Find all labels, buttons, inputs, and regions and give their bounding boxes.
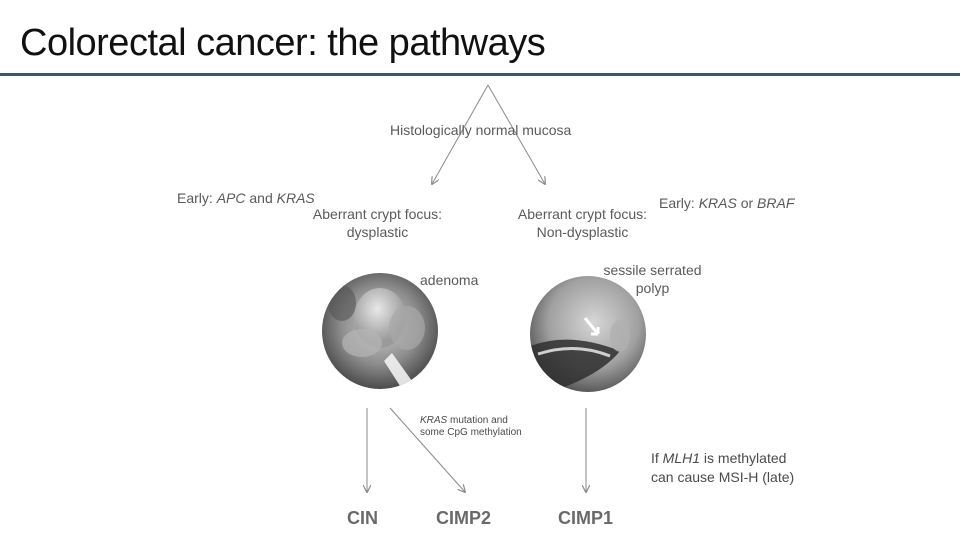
adenoma-endoscopy-image: [322, 273, 438, 389]
left-focus-label: Aberrant crypt focus: dysplastic: [300, 205, 455, 241]
kras-methylation-note: KRAS mutation and some CpG methylation: [420, 415, 522, 439]
arrow-to-dysplastic: [432, 84, 489, 184]
right-note-gene: MLH1: [662, 450, 701, 466]
sessile-polyp-line2: polyp: [635, 280, 670, 296]
right-early-label: Early: KRAS or BRAF: [659, 194, 794, 212]
arrow-to-cimp2: [389, 407, 465, 492]
outcome-cin: CIN: [347, 508, 378, 528]
right-focus-label: Aberrant crypt focus: Non-dysplastic: [505, 205, 660, 241]
right-early-gene1: KRAS: [698, 195, 737, 211]
title-divider: [0, 73, 960, 76]
right-early-prefix: Early:: [659, 195, 699, 211]
left-focus-line2: dysplastic: [346, 224, 409, 240]
page-title: Colorectal cancer: the pathways: [20, 22, 546, 64]
right-focus-line2: Non-dysplastic: [536, 224, 629, 240]
adenoma-label: adenoma: [420, 272, 479, 288]
mid-note-line2: some CpG methylation: [420, 427, 522, 438]
mid-note-line1: mutation and: [447, 415, 508, 426]
mlh1-note: If MLH1 is methylated can cause MSI-H (l…: [651, 449, 794, 487]
sessile-polyp-line1: sessile serrated: [603, 262, 702, 278]
right-focus-line1: Aberrant crypt focus:: [517, 206, 648, 222]
root-label: Histologically normal mucosa: [390, 122, 572, 138]
left-focus-line1: Aberrant crypt focus:: [312, 206, 443, 222]
arrow-to-nondysplastic: [487, 84, 545, 184]
right-note-line1: is methylated: [700, 450, 787, 466]
sessile-polyp-endoscopy-image: [530, 276, 646, 392]
left-early-joiner: and: [245, 190, 277, 206]
left-early-gene2: KRAS: [276, 190, 315, 206]
mid-note-gene: KRAS: [420, 415, 448, 426]
left-early-label: Early: APC and KRAS: [177, 189, 315, 207]
right-early-gene2: BRAF: [757, 195, 795, 211]
right-note-line2: can cause MSI-H (late): [651, 469, 795, 485]
right-early-joiner: or: [736, 195, 758, 211]
right-note-prefix: If: [651, 450, 663, 466]
sessile-polyp-label: sessile serrated polyp: [595, 261, 710, 297]
outcome-cimp1: CIMP1: [558, 508, 614, 528]
left-early-gene1: APC: [216, 190, 246, 206]
left-early-prefix: Early:: [177, 190, 217, 206]
outcome-cimp2: CIMP2: [436, 508, 492, 528]
